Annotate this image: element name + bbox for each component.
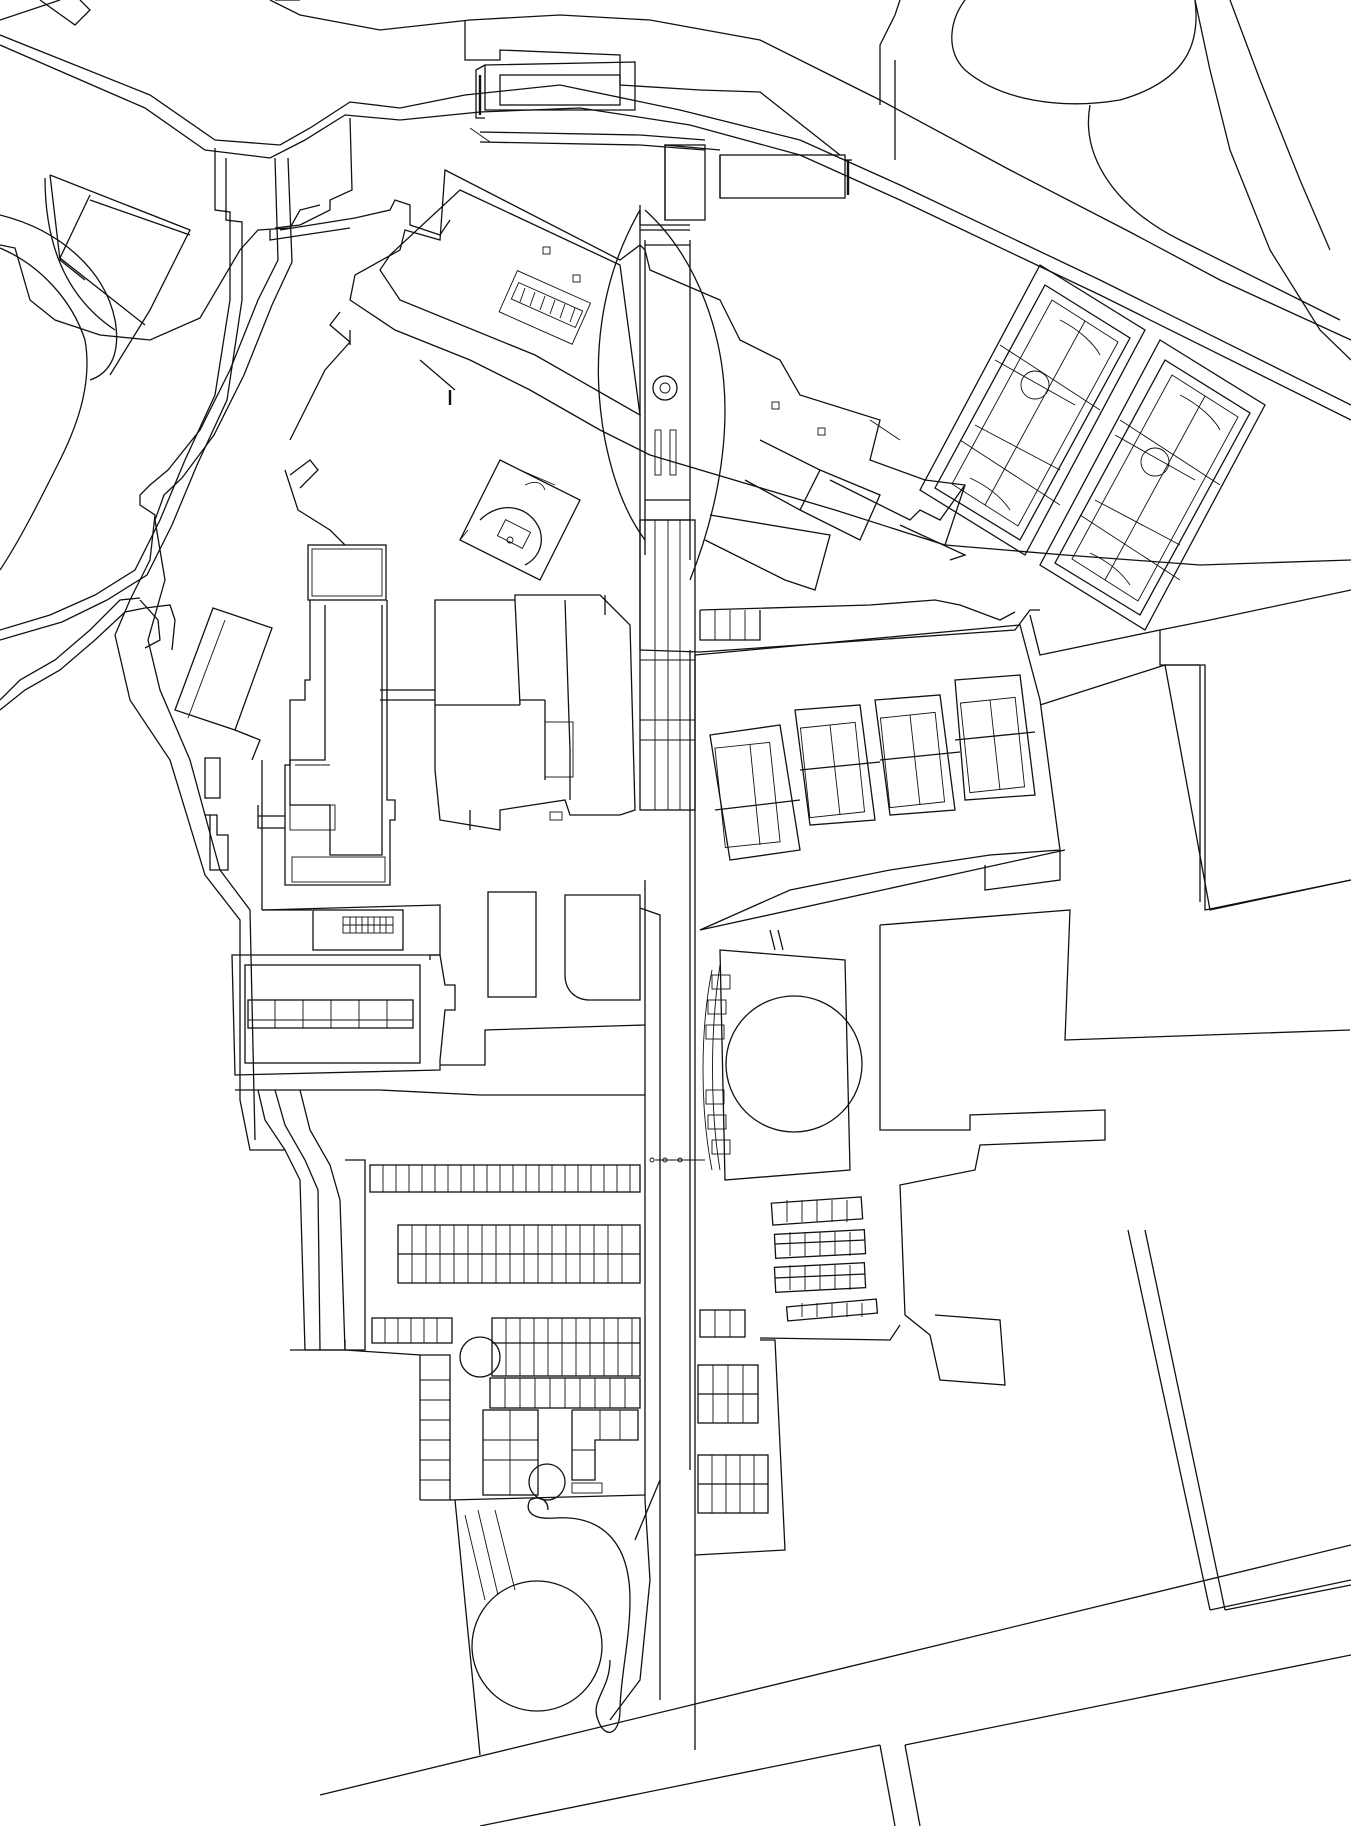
central-lens-hall: [597, 205, 726, 650]
pitch-2-markings: [1071, 374, 1239, 602]
northwest-block: [174, 459, 346, 761]
central-building-complex: [380, 594, 636, 831]
central-pads: [487, 891, 641, 1001]
main-parking: [345, 1159, 646, 1501]
gymnasium: [231, 904, 646, 1096]
central-walkway: [639, 519, 696, 811]
basketball-court: [459, 459, 581, 581]
north-sports-hall: [469, 61, 852, 221]
football-pitches: [919, 264, 1266, 631]
west-l-building: [257, 544, 396, 886]
east-parking: [694, 1196, 879, 1556]
round-auditorium: [702, 929, 863, 1181]
west-outbuildings: [204, 757, 312, 911]
central-street: [609, 650, 705, 1721]
southwest-lane: [257, 1089, 421, 1500]
main-school-building: [289, 168, 967, 591]
pitch-1-markings: [951, 299, 1119, 527]
east-field: [759, 664, 1351, 1611]
south-loop-road: [454, 1497, 631, 1756]
northwest-pitch: [0, 174, 191, 571]
south-road: [319, 1544, 1351, 1826]
tennis-courts: [694, 624, 1066, 931]
window-grid: [510, 281, 584, 329]
west-boundary-walls: [0, 117, 451, 1151]
north-boundary-roads: [0, 0, 1351, 421]
